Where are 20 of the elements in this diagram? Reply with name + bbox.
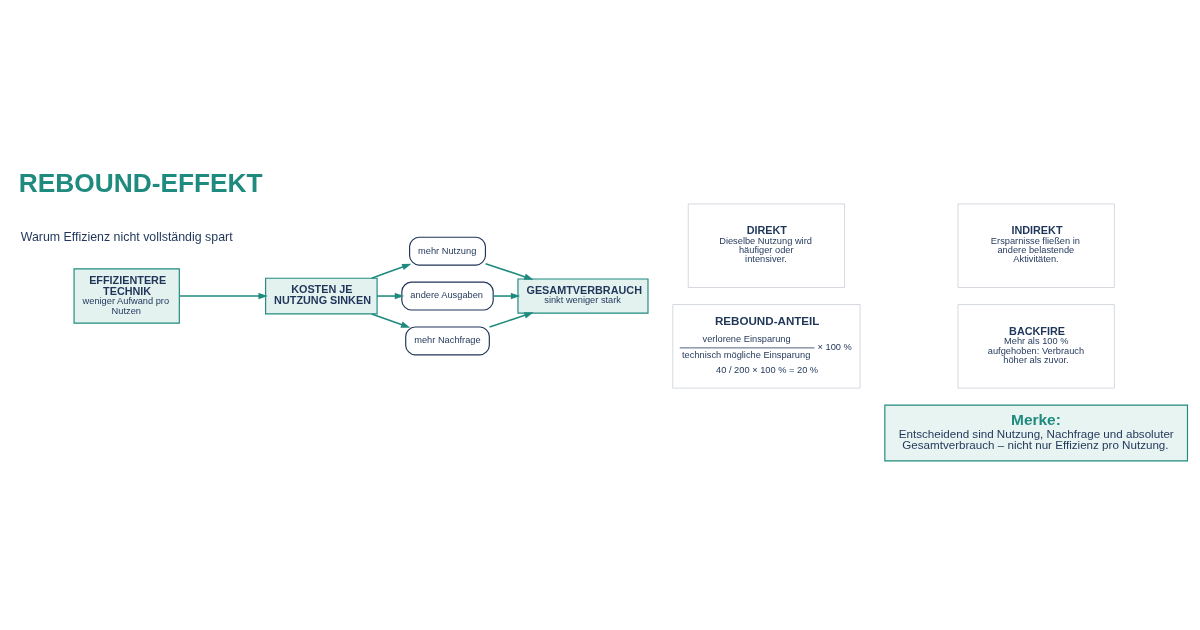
node-box: INDIREKT Ersparnisse fließen in andere belastende Aktivitäten.	[957, 203, 1115, 288]
arrow	[376, 292, 405, 300]
node-box: KOSTEN JE NUTZUNG SINKEN	[265, 277, 378, 315]
arrow	[370, 263, 412, 279]
arrow	[488, 312, 534, 328]
node-box: REBOUND-ANTEIL verlorene Einsparung × 100 % technisch mögliche Einsparung 40 / 200 × 100 % = 20 %	[672, 304, 861, 389]
node-box: BACKFIRE Mehr als 100 % aufgehoben: Verbrauch höher als zuvor.	[957, 304, 1115, 389]
node-box: andere Ausgaben	[401, 281, 494, 311]
diagram-title: REBOUND-EFFEKT	[18, 168, 263, 199]
node-box: EFFIZIENTERE TECHNIK weniger Aufwand pro Nutzen	[73, 268, 180, 324]
node-box: Merke: Entscheidend sind Nutzung, Nachfrage und absoluter Gesamtverbrauch – nicht nur Effizienz pro Nutzung.	[884, 404, 1189, 462]
arrow	[492, 292, 521, 300]
node-box: mehr Nachfrage	[405, 326, 490, 356]
node-box: GESAMTVERBRAUCH sinkt weniger stark	[517, 278, 649, 314]
node-box: mehr Nutzung	[409, 236, 486, 266]
label: Warum Effizienz nicht vollständig spart	[20, 229, 233, 244]
arrow	[178, 292, 268, 300]
arrow	[370, 313, 411, 328]
arrow	[484, 262, 534, 280]
node-box: DIREKT Dieselbe Nutzung wird häufiger oder intensiver.	[687, 203, 845, 288]
